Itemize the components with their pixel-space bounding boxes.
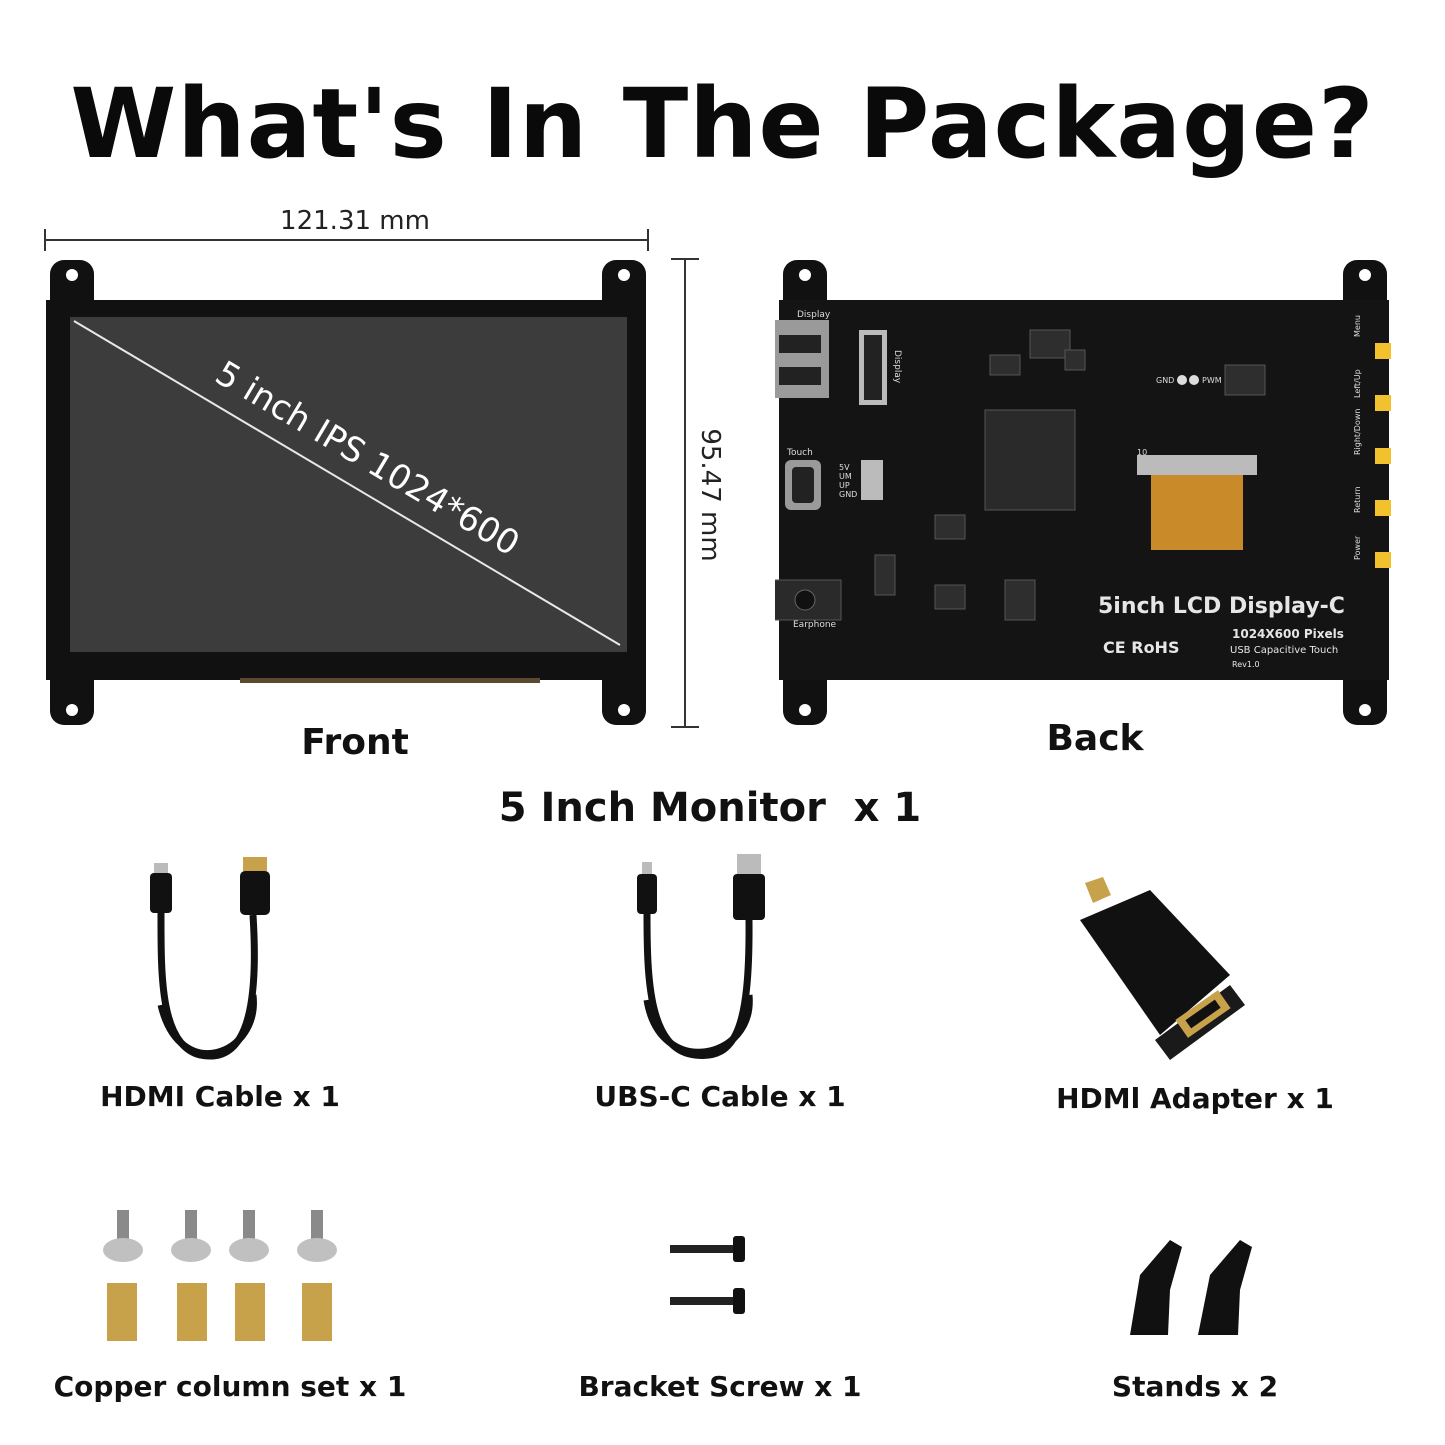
accessory-label: Bracket Screw x 1	[578, 1370, 862, 1403]
hdmi-adapter-icon	[1080, 877, 1245, 1060]
accessory-label: UBS-C Cable x 1	[594, 1080, 846, 1113]
svg-text:Menu: Menu	[1353, 315, 1362, 337]
height-dimension-label: 95.47 mm	[695, 428, 725, 562]
svg-text:GND: GND	[1156, 376, 1174, 385]
svg-text:Right/Down: Right/Down	[1353, 409, 1362, 455]
svg-text:Display: Display	[892, 350, 902, 384]
stand-icon	[1130, 1240, 1252, 1335]
svg-text:UM: UM	[839, 472, 852, 481]
svg-text:USB Capacitive Touch: USB Capacitive Touch	[1230, 645, 1338, 656]
front-label: Front	[301, 722, 409, 763]
width-dimension-label: 121.31 mm	[280, 206, 430, 236]
monitor-caption: 5 Inch Monitor x 1	[498, 785, 922, 831]
svg-text:Touch: Touch	[786, 448, 813, 458]
svg-text:5inch LCD Display-C: 5inch LCD Display-C	[1098, 594, 1345, 619]
svg-text:5V: 5V	[839, 463, 850, 472]
accessory-label: Copper column set x 1	[53, 1370, 407, 1403]
width-dimension-line	[44, 229, 649, 251]
page-title: What's In The Package?	[70, 68, 1375, 180]
accessory-label: HDMI Cable x 1	[100, 1080, 340, 1113]
svg-text:Rev1.0: Rev1.0	[1232, 660, 1260, 669]
svg-text:Display: Display	[797, 310, 831, 320]
height-dimension-line	[671, 258, 699, 728]
svg-text:1024X600 Pixels: 1024X600 Pixels	[1232, 627, 1344, 641]
svg-text:Return: Return	[1353, 486, 1362, 513]
svg-text:PWM: PWM	[1202, 376, 1222, 385]
accessory-label: Stands x 2	[1111, 1370, 1279, 1403]
hdmi-cable-icon	[150, 857, 270, 1060]
svg-text:Left/Up: Left/Up	[1353, 369, 1362, 398]
svg-text:10: 10	[1137, 448, 1147, 457]
usb-c-cable-icon	[637, 854, 765, 1060]
monitor-back-image: Display Display Touch 5V UM UP GND Earph…	[775, 260, 1391, 725]
back-label: Back	[1046, 718, 1144, 759]
monitor-front-image: 5 inch IPS 1024*600	[46, 260, 646, 725]
svg-text:Power: Power	[1353, 535, 1362, 560]
accessory-label: HDMl Adapter x 1	[1056, 1082, 1334, 1115]
svg-text:GND: GND	[839, 490, 857, 499]
svg-text:CE RoHS: CE RoHS	[1103, 638, 1179, 657]
svg-text:UP: UP	[839, 481, 850, 490]
copper-column-icon	[103, 1210, 337, 1341]
bracket-screw-icon	[670, 1236, 745, 1314]
svg-text:Earphone: Earphone	[793, 620, 837, 630]
